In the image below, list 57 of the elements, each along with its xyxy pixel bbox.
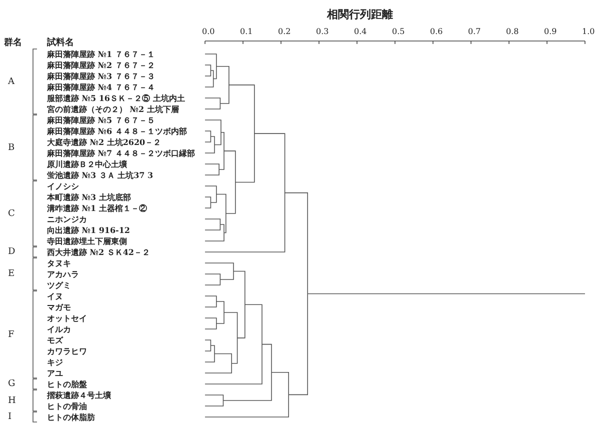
group-label: C [8, 208, 15, 218]
tick-label: 0.6 [430, 27, 443, 37]
group-label: D [8, 247, 16, 257]
tick-label: 0.4 [354, 27, 367, 37]
sample-name: ヒトの体脂肪 [47, 412, 95, 422]
sample-name: 摺萩遺跡４号土壙 [47, 390, 111, 400]
sample-name: 麻田藩陣屋跡 №4 ７６７－４ [47, 82, 155, 92]
sample-name: 蛍池遺跡 №3 ３Ａ 土坑37 3 [47, 170, 154, 180]
tick-label: 0.7 [468, 27, 481, 37]
sample-name: 宮の前遺跡（その２） №2 土坑下層 [47, 104, 179, 114]
sample-name: 向出遺跡 №1 916-12 [47, 225, 130, 235]
group-label: E [8, 269, 15, 279]
sample-name: タヌキ [47, 258, 71, 268]
sample-name: 服部遺跡 №5 16ＳＫ－２⑤ 土坑内土 [47, 93, 185, 103]
column-header: 群名 [4, 38, 22, 48]
sample-name: イルカ [47, 324, 71, 334]
sample-name: 原川遺跡Ｂ２中心土壙 [47, 159, 127, 169]
tick-label: 0.8 [506, 27, 519, 37]
tick-label: 0.2 [278, 27, 291, 37]
sample-name: 大庭寺遺跡 №2 土坑2620－２ [47, 137, 162, 147]
group-label: G [8, 379, 16, 389]
tick-label: 0.5 [392, 27, 405, 37]
sample-name: カワラヒワ [47, 346, 87, 356]
sample-name: 麻田藩陣屋跡 №5 ７６７－５ [47, 115, 155, 125]
sample-name: ヒトの骨油 [47, 401, 87, 411]
sample-name: ヒトの胎盤 [47, 379, 87, 389]
tick-label: 0.0 [202, 27, 215, 37]
sample-name: キジ [47, 357, 63, 367]
sample-name: 溝咋遺跡 №1 土器棺１－② [47, 203, 147, 213]
sample-name: アカハラ [47, 269, 79, 279]
sample-name: ニホンジカ [47, 214, 87, 224]
sample-name: ツグミ [47, 280, 71, 290]
sample-name: モズ [47, 335, 63, 345]
sample-name: 寺田遺跡埋土下層東側 [47, 236, 127, 246]
tick-label: 0.3 [316, 27, 329, 37]
sample-name: イノシシ [47, 181, 79, 191]
sample-name: 麻田藩陣屋跡 №7 ４４８－２ツボ口縁部 [47, 148, 195, 158]
group-label: F [8, 330, 14, 340]
group-label: B [8, 142, 15, 152]
group-label: H [8, 396, 16, 406]
sample-name: マガモ [47, 302, 71, 312]
sample-name: 本町遺跡 №3 土坑底部 [47, 192, 131, 202]
sample-name: 麻田藩陣屋跡 №1 ７６７－１ [47, 49, 155, 59]
sample-name: 麻田藩陣屋跡 №6 ４４８－１ツボ内部 [47, 126, 187, 136]
sample-name: オットセイ [47, 313, 87, 323]
sample-name: 麻田藩陣屋跡 №2 ７６７－２ [47, 60, 155, 70]
sample-name: 麻田藩陣屋跡 №3 ７６７－３ [47, 71, 155, 81]
sample-name: イヌ [47, 291, 63, 301]
tick-label: 1.0 [582, 27, 595, 37]
column-header: 試料名 [47, 38, 74, 48]
tick-label: 0.1 [240, 27, 253, 37]
group-label: A [8, 76, 14, 86]
sample-name: 西大井遺跡 №2 ＳＫ42－２ [47, 247, 150, 257]
sample-name: アユ [47, 368, 63, 378]
group-label: I [8, 412, 12, 422]
tick-label: 0.9 [544, 27, 557, 37]
axis-title: 相関行列距離 [327, 8, 393, 21]
